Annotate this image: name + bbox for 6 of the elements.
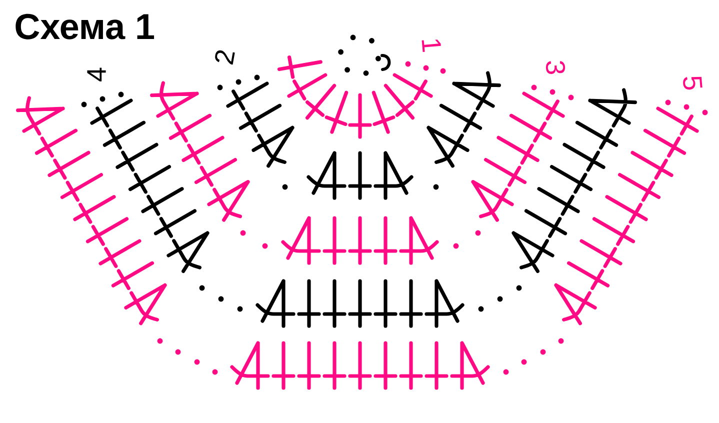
row-number: 3 <box>546 61 566 74</box>
row-number: 5 <box>683 76 702 90</box>
chart-title: Схема 1 <box>16 14 154 40</box>
row-number: 4 <box>87 68 106 82</box>
row-number: 1 <box>422 40 441 52</box>
row-number: 2 <box>215 50 235 65</box>
